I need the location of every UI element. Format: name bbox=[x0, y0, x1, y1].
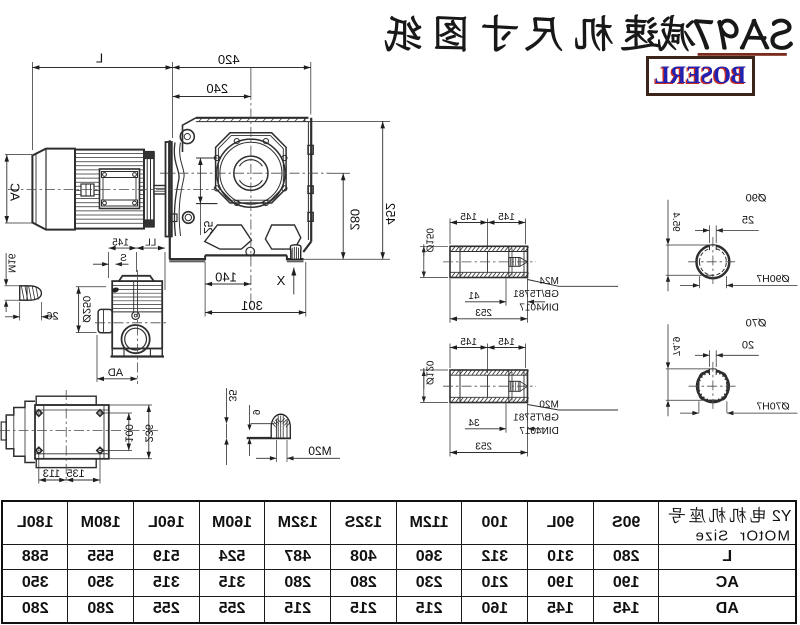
svg-text:452: 452 bbox=[383, 203, 398, 225]
svg-text:35: 35 bbox=[226, 389, 238, 401]
svg-text:236: 236 bbox=[143, 424, 155, 442]
svg-text:MOtOr Size: MOtOr Size bbox=[694, 528, 790, 545]
svg-text:9: 9 bbox=[250, 409, 261, 415]
svg-text:240: 240 bbox=[206, 81, 228, 96]
svg-text:M20: M20 bbox=[539, 400, 559, 411]
svg-text:Ø150: Ø150 bbox=[424, 228, 435, 253]
svg-text:M24: M24 bbox=[539, 276, 559, 287]
svg-text:M16: M16 bbox=[6, 253, 17, 273]
svg-text:Ø90: Ø90 bbox=[746, 192, 767, 204]
svg-text:Ø90H7: Ø90H7 bbox=[756, 273, 789, 285]
svg-text:Ø250: Ø250 bbox=[80, 296, 92, 323]
svg-text:113: 113 bbox=[43, 468, 61, 480]
svg-text:M20: M20 bbox=[308, 444, 332, 458]
svg-text:AD: AD bbox=[108, 367, 123, 379]
svg-text:Ø70: Ø70 bbox=[746, 317, 767, 329]
svg-text:253: 253 bbox=[475, 442, 492, 453]
svg-text:20: 20 bbox=[742, 339, 754, 351]
svg-text:145: 145 bbox=[460, 337, 477, 348]
svg-text:Y2: Y2 bbox=[772, 508, 792, 525]
svg-text:280: 280 bbox=[348, 209, 363, 231]
svg-text:100: 100 bbox=[123, 424, 135, 442]
svg-text:145: 145 bbox=[498, 212, 515, 223]
svg-text:34: 34 bbox=[468, 418, 480, 429]
svg-text:L: L bbox=[96, 51, 103, 66]
svg-text:74.9: 74.9 bbox=[670, 336, 681, 356]
svg-text:145: 145 bbox=[112, 238, 129, 249]
svg-text:135: 135 bbox=[66, 468, 84, 480]
svg-text:26: 26 bbox=[46, 311, 58, 323]
svg-text:GB/T5781: GB/T5781 bbox=[513, 413, 559, 424]
svg-text:Ø120: Ø120 bbox=[424, 360, 435, 385]
svg-text:X: X bbox=[276, 273, 285, 288]
svg-text:95.4: 95.4 bbox=[670, 212, 681, 232]
svg-text:DIN4017: DIN4017 bbox=[519, 426, 559, 437]
svg-text:41: 41 bbox=[468, 291, 480, 302]
svg-text:145: 145 bbox=[498, 337, 515, 348]
svg-text:301: 301 bbox=[241, 298, 263, 313]
svg-text:145: 145 bbox=[460, 212, 477, 223]
svg-text:253: 253 bbox=[475, 308, 492, 319]
svg-text:DIN4017: DIN4017 bbox=[519, 302, 559, 313]
svg-text:25: 25 bbox=[201, 220, 215, 234]
svg-text:S: S bbox=[120, 253, 127, 264]
svg-text:AC: AC bbox=[8, 183, 23, 201]
svg-text:420: 420 bbox=[218, 52, 240, 67]
svg-text:25: 25 bbox=[742, 214, 754, 226]
svg-text:Ø70H7: Ø70H7 bbox=[756, 401, 789, 413]
svg-text:GB/T5781: GB/T5781 bbox=[513, 289, 559, 300]
svg-text:LL: LL bbox=[145, 238, 157, 249]
svg-text:140: 140 bbox=[215, 270, 237, 285]
